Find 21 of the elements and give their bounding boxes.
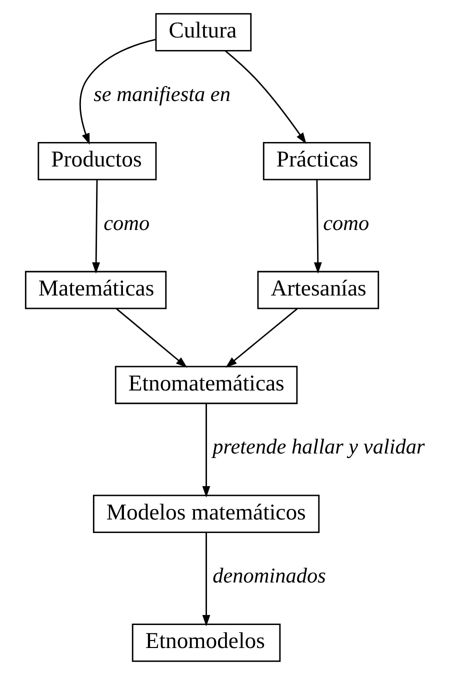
node-box: Artesanías — [256, 270, 379, 310]
node-box: Etnomodelos — [131, 624, 280, 662]
arrow — [202, 532, 210, 626]
node-box: Cultura — [154, 13, 252, 52]
edge-label: como — [103, 210, 150, 235]
node-box: Productos — [37, 142, 156, 180]
node-box: Etnomatemáticas — [114, 366, 298, 404]
edge-label: pretende hallar y validar — [212, 434, 424, 459]
node-box: Prácticas — [262, 142, 370, 180]
arrow — [202, 403, 210, 498]
arrow — [313, 180, 322, 274]
arrow — [92, 180, 100, 274]
node-box: Modelos matemáticos — [92, 494, 320, 533]
edge-label: como — [322, 210, 369, 235]
arrow — [116, 308, 187, 368]
arrow — [224, 50, 306, 144]
edge-label: denominados — [212, 564, 326, 588]
edge-label: se manifiesta en — [93, 82, 230, 106]
node-box: Matemáticas — [24, 270, 166, 310]
arrow — [225, 308, 298, 368]
arrow — [79, 38, 156, 145]
